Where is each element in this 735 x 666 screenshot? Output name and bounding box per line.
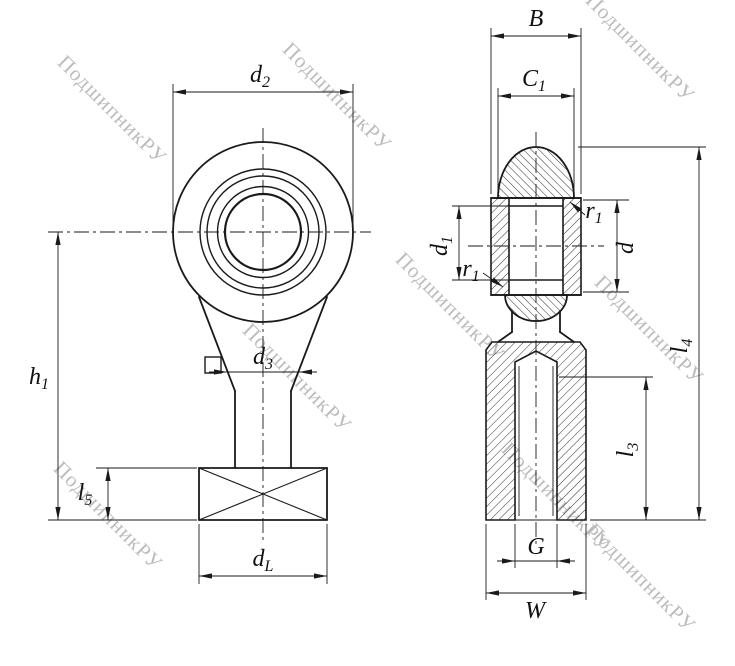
dimension-d3: d3 [209, 344, 317, 375]
dim-label-l4: l4 [667, 339, 696, 354]
dim-label-W: W [525, 598, 547, 624]
neck [497, 310, 575, 343]
dimension-l5: l5 [78, 467, 197, 520]
dimension-h1: h1 [29, 232, 197, 521]
dim-label-B: B [529, 6, 544, 32]
dim-label-r1-top: r1 [585, 198, 602, 227]
dim-label-d3: d3 [253, 344, 273, 373]
callout-r1-bottom: r1 [462, 256, 504, 288]
side-section-view: B C1 d1 d [427, 6, 706, 624]
housing-ring-section-right [562, 197, 582, 296]
dim-label-G: G [527, 534, 544, 560]
thread-cross-mark [198, 467, 328, 521]
dim-label-d1: d1 [427, 236, 456, 256]
dim-label-dL: dL [253, 546, 274, 575]
shank [198, 296, 328, 469]
dim-label-C1: C1 [522, 66, 546, 95]
dimension-d2: d2 [172, 62, 354, 224]
dimension-d: d [583, 199, 639, 293]
ball-bottom-dome-section [504, 294, 568, 322]
bore-chamfer-circle [216, 185, 310, 279]
dimension-l4: l4 [578, 146, 706, 521]
dim-label-l3: l3 [613, 443, 642, 458]
front-view: d2 h1 l5 d3 [29, 62, 371, 584]
body-section [485, 341, 587, 521]
dim-label-l5: l5 [78, 480, 93, 509]
dim-label-r1-bottom: r1 [462, 256, 479, 285]
grease-fitting [204, 356, 222, 374]
dim-label-h1: h1 [29, 364, 49, 393]
head-outer-circle [172, 141, 354, 323]
dimension-d1: d1 [427, 205, 509, 281]
dimension-G: G [497, 524, 575, 568]
callout-r1-top: r1 [569, 198, 603, 227]
threaded-base [198, 467, 328, 521]
ball-top-dome-section [497, 146, 575, 199]
dimension-dL: dL [198, 524, 328, 584]
dimension-W: W [485, 524, 587, 624]
dimension-C1: C1 [497, 66, 575, 192]
dim-label-d: d [613, 241, 639, 254]
ball-outer-circle [206, 175, 320, 289]
dimension-l3: l3 [559, 376, 653, 520]
dimension-B: B [490, 6, 582, 194]
dim-label-d2: d2 [250, 62, 270, 91]
ring-outer-circle [199, 168, 327, 296]
bore-circle [223, 192, 303, 272]
